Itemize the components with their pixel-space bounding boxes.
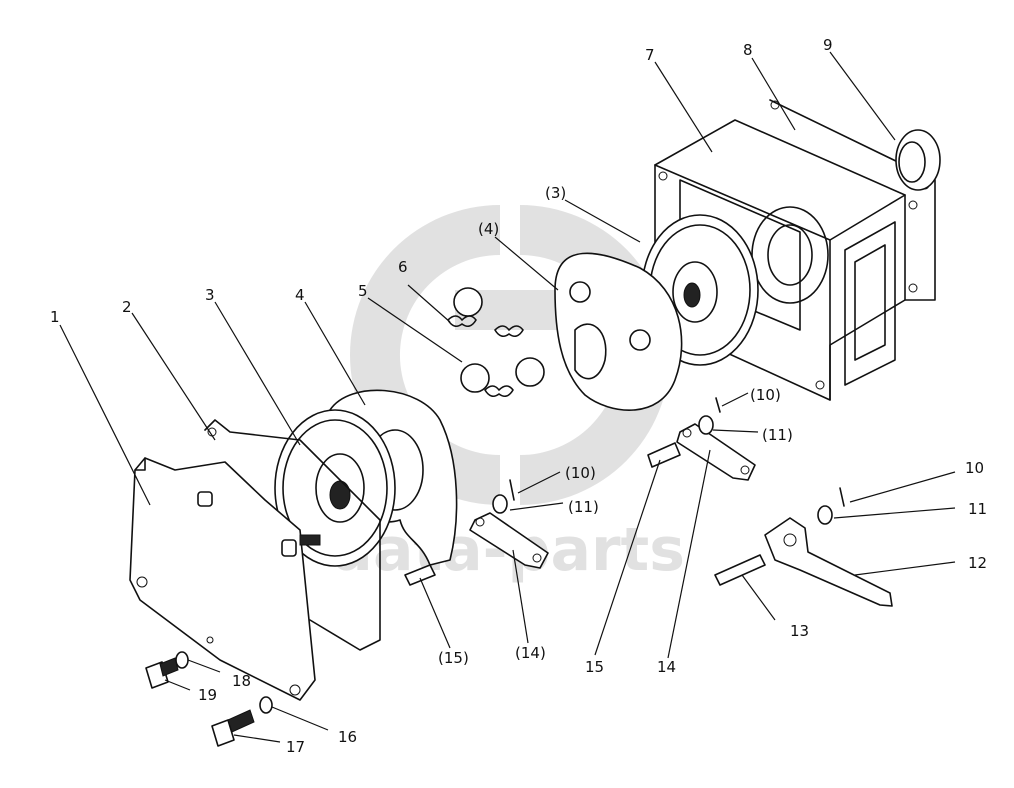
link-part-14-upper	[676, 423, 756, 481]
callout-15: 15	[585, 658, 604, 676]
callout-16: 16	[338, 728, 357, 746]
callout-2: 2	[122, 298, 132, 316]
callout-labels: 1 2 3 4 5 6 7 8 9 (3) (4) (10) (11) (10)…	[50, 36, 987, 756]
callout-17: 17	[286, 738, 305, 756]
bolts-17-19	[145, 657, 255, 747]
link-part-14-lower	[469, 512, 549, 569]
callout-10-paren-b: (10)	[750, 386, 781, 404]
springs-part-6	[447, 315, 524, 398]
pin-part-15-upper	[647, 442, 681, 468]
callout-8: 8	[743, 41, 753, 59]
callout-13: 13	[790, 622, 809, 640]
lever-part-12	[764, 517, 893, 607]
callout-18: 18	[232, 672, 251, 690]
callout-4-paren: (4)	[478, 220, 499, 238]
callout-11: 11	[968, 500, 987, 518]
callout-11-paren-b: (11)	[762, 426, 793, 444]
callout-12: 12	[968, 554, 987, 572]
pin-part-13	[714, 554, 766, 586]
callout-6: 6	[398, 258, 408, 276]
washers	[175, 415, 833, 714]
callout-14-paren: (14)	[515, 644, 546, 662]
callout-5: 5	[358, 282, 368, 300]
plate-part-4-upper	[554, 252, 683, 411]
cover-part-1	[129, 457, 321, 701]
callout-4: 4	[295, 286, 305, 304]
callout-3-paren: (3)	[545, 184, 566, 202]
cotter-pins	[509, 397, 845, 507]
callout-9: 9	[823, 36, 833, 54]
callout-1: 1	[50, 308, 60, 326]
callout-15-paren: (15)	[438, 649, 469, 667]
callout-10-paren-a: (10)	[565, 464, 596, 482]
callout-11-paren-a: (11)	[568, 498, 599, 516]
leader-lines	[59, 51, 956, 743]
callout-14: 14	[657, 658, 676, 676]
disc-part-3	[274, 409, 396, 567]
balls-part-5	[453, 287, 545, 393]
callout-19: 19	[198, 686, 217, 704]
pin-part-15-lower	[404, 564, 436, 586]
callout-7: 7	[645, 46, 655, 64]
seal-part-9	[895, 129, 941, 191]
callout-3: 3	[205, 286, 215, 304]
callout-10: 10	[965, 459, 984, 477]
